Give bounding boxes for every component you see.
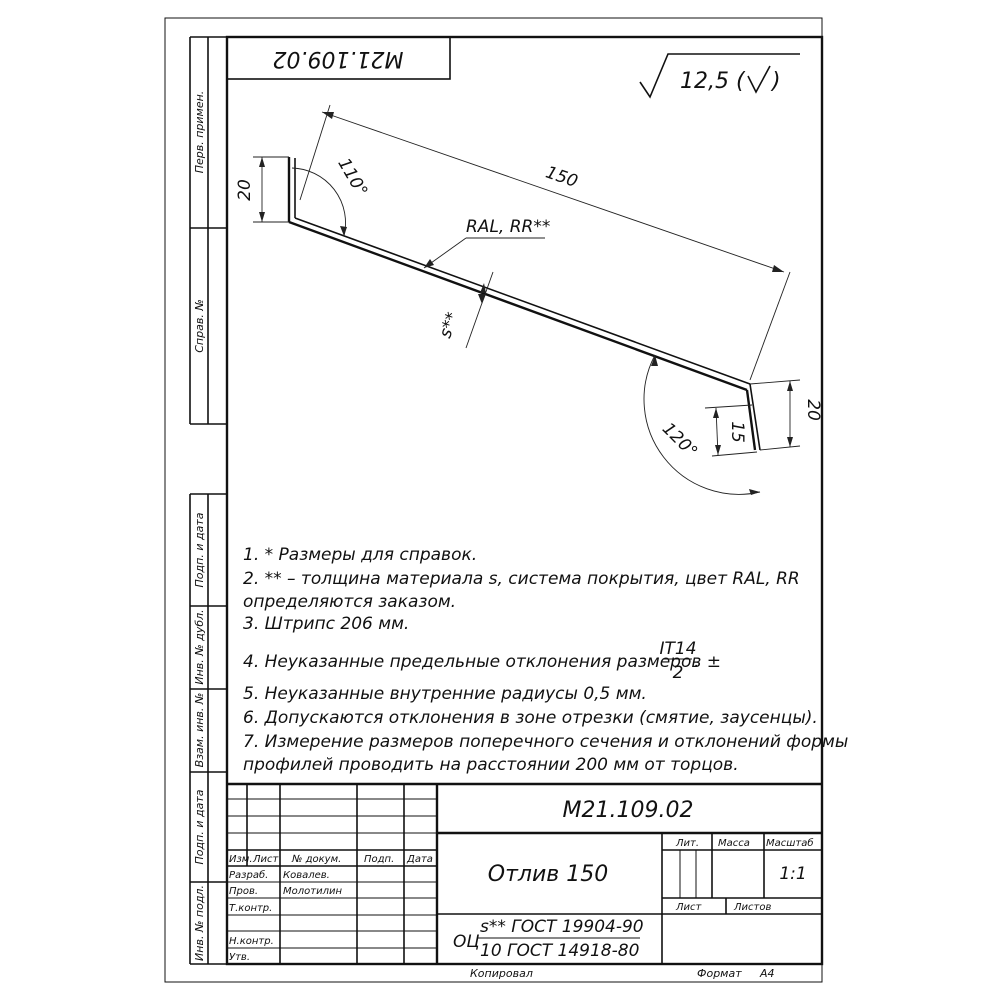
rotated-code-text: М21.109.02 <box>273 46 404 71</box>
profile-drawing <box>287 157 761 451</box>
tolerance-numerator: IT14 <box>659 639 696 659</box>
note-7: 7. Измерение размеров поперечного сечени… <box>243 732 848 752</box>
side-label-vzam: Взам. инв. № <box>193 693 206 768</box>
title-block: Изм. Лист № докум. Подп. Дата Разраб. Ко… <box>227 782 822 964</box>
col-doc: № докум. <box>291 854 341 865</box>
dim-angle-left: 110° <box>333 155 371 200</box>
name-razrab: Ковалев. <box>283 870 330 881</box>
dim-right-inner: 15 <box>727 421 747 443</box>
role-tkontr: Т.контр. <box>229 903 272 914</box>
copied-label: Копировал <box>470 967 533 980</box>
note-3: 3. Штрипс 206 мм. <box>243 614 409 634</box>
thickness-label: s** <box>435 310 463 341</box>
side-label-podp1: Подп. и дата <box>193 512 206 587</box>
role-prov: Пров. <box>229 886 258 897</box>
role-utv: Утв. <box>229 952 250 963</box>
note-7-cont: профилей проводить на расстоянии 200 мм … <box>243 755 739 775</box>
side-label-inv-podl: Инв. № подл. <box>193 885 206 961</box>
note-6: 6. Допускаются отклонения в зоне отрезки… <box>243 708 818 728</box>
dim-left-height: 20 <box>235 179 255 201</box>
dim-right-height: 20 <box>803 399 823 421</box>
material-bottom: 10 ГОСТ 14918-80 <box>480 941 639 961</box>
roughness-symbol: 12,5 ( ) <box>639 53 800 99</box>
scale-value: 1:1 <box>779 864 806 884</box>
coating-label: RAL, RR** <box>466 217 550 237</box>
title-code: М21.109.02 <box>563 798 694 823</box>
notes: 1. * Размеры для справок. 2. ** – толщин… <box>243 545 848 775</box>
role-razrab: Разраб. <box>229 869 268 881</box>
sheet-label: Лист <box>675 902 703 913</box>
col-data: Дата <box>406 854 433 865</box>
dim-angle-right: 120° <box>658 419 701 462</box>
side-label-podp2: Подп. и дата <box>193 789 206 864</box>
side-label-perv: Перв. примен. <box>193 91 206 174</box>
main-frame <box>225 35 824 966</box>
col-podp: Подп. <box>364 854 394 865</box>
sheets-label: Листов <box>733 902 771 913</box>
format-label: Формат <box>697 967 742 980</box>
side-label-inv-dubl: Инв. № дубл. <box>193 609 206 684</box>
note-4: 4. Неуказанные предельные отклонения раз… <box>243 652 721 672</box>
left-strip: Перв. примен. Справ. № Подп. и дата Инв.… <box>189 36 227 965</box>
note-2: 2. ** – толщина материала s, система пок… <box>243 569 800 589</box>
material-prefix: ОЦ <box>453 932 480 952</box>
roughness-value: 12,5 ( <box>680 69 746 94</box>
col-list: Лист <box>252 854 280 865</box>
mass-label: Масса <box>718 838 750 849</box>
part-name: Отлив 150 <box>488 862 608 887</box>
note-5: 5. Неуказанные внутренние радиусы 0,5 мм… <box>243 684 647 704</box>
roughness-close: ) <box>770 69 781 94</box>
note-2-cont: определяются заказом. <box>243 592 456 612</box>
role-nkontr: Н.контр. <box>229 936 274 947</box>
scale-label: Масштаб <box>766 837 814 849</box>
material-top: s** ГОСТ 19904-90 <box>480 917 644 937</box>
tolerance-denominator: 2 <box>673 663 684 683</box>
rotated-code-box: М21.109.02 <box>226 36 451 80</box>
note-1: 1. * Размеры для справок. <box>243 545 477 565</box>
lit-label: Лит. <box>675 838 699 849</box>
format-value: А4 <box>759 967 775 980</box>
name-prov: Молотилин <box>283 886 342 897</box>
dimensions: 150 20 110° RAL, RR** s** 120° 20 <box>235 104 823 495</box>
side-label-sprav: Справ. № <box>193 299 206 353</box>
tolerance-suffix: . <box>694 652 699 672</box>
dim-length: 150 <box>543 163 580 192</box>
col-izm: Изм. <box>229 854 253 865</box>
